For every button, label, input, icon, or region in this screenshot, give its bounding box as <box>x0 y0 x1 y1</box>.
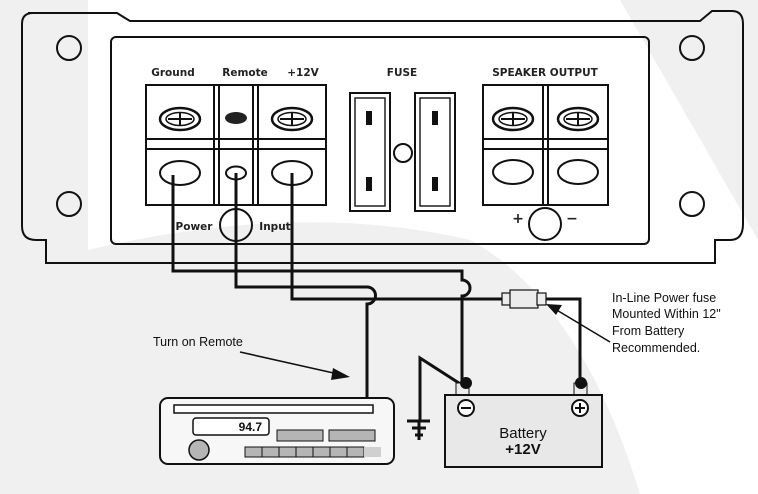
head-unit-button[interactable] <box>328 429 376 442</box>
ground-screw-icon[interactable] <box>158 106 202 132</box>
input-label: Input <box>259 221 290 233</box>
preset-button[interactable] <box>278 446 297 458</box>
fuse-note: In-Line Power fuse Mounted Within 12" Fr… <box>612 291 721 355</box>
ground-symbol-icon <box>407 419 430 440</box>
amplifier-housing <box>21 10 744 264</box>
plus12v-wire <box>290 173 508 301</box>
preset-button[interactable] <box>295 446 314 458</box>
remote-screw-icon[interactable] <box>225 112 247 124</box>
speaker-minus-label: − <box>566 211 578 227</box>
preset-button[interactable] <box>346 446 365 458</box>
volume-knob-icon[interactable] <box>188 439 210 461</box>
amp-fuse-left[interactable] <box>349 92 391 212</box>
ground-wire-hole[interactable] <box>159 160 201 186</box>
plus12v-screw-icon[interactable] <box>270 106 314 132</box>
amplifier-panel <box>110 36 650 245</box>
speaker-terminal-block <box>482 84 609 206</box>
speaker-plus-screw-icon[interactable] <box>491 106 535 132</box>
head-unit: 94.7 <box>159 397 395 465</box>
inline-fuse-icon <box>501 289 547 309</box>
fuse-arrow-icon <box>546 304 611 343</box>
preset-button[interactable] <box>244 446 263 458</box>
preset-button[interactable] <box>312 446 331 458</box>
mounting-hole <box>56 191 82 217</box>
fuse-label: FUSE <box>387 67 417 79</box>
speaker-plus-hole[interactable] <box>492 159 534 185</box>
fuse-indicator-icon <box>393 143 413 163</box>
frequency-display <box>192 417 270 436</box>
fuse-note-line: Recommended. <box>612 341 700 355</box>
fuse-note-line: In-Line Power fuse <box>612 291 716 305</box>
fuse-note-line: Mounted Within 12" <box>612 307 721 321</box>
frequency-text: 94.7 <box>239 420 263 434</box>
remote-wire <box>234 173 377 400</box>
battery-label: Battery <box>499 425 547 442</box>
battery-positive-terminal[interactable] <box>575 377 587 389</box>
fuse-to-battery-wire <box>546 297 582 385</box>
ground-wire <box>171 175 472 385</box>
ground-label: Ground <box>151 67 194 79</box>
mounting-hole <box>679 35 705 61</box>
cd-slot[interactable] <box>173 404 374 414</box>
amp-fuse-right[interactable] <box>414 92 456 212</box>
mounting-hole <box>56 35 82 61</box>
remote-arrow-icon <box>239 351 350 380</box>
battery-negative-terminal[interactable] <box>460 377 472 389</box>
battery-voltage: +12V <box>505 441 540 458</box>
speaker-plus-label: + <box>512 211 524 227</box>
speaker-output-knob <box>528 207 562 241</box>
head-unit-button[interactable] <box>276 429 324 442</box>
speaker-output-label: SPEAKER OUTPUT <box>492 67 598 79</box>
remote-label: Remote <box>222 67 268 79</box>
speaker-minus-hole[interactable] <box>557 159 599 185</box>
wiring <box>171 173 582 420</box>
battery: Battery +12V <box>444 377 603 468</box>
ground-chassis-wire <box>418 355 463 420</box>
preset-button[interactable] <box>329 446 348 458</box>
speaker-minus-screw-icon[interactable] <box>556 106 600 132</box>
mounting-hole <box>679 191 705 217</box>
turn-on-remote-note: Turn on Remote <box>153 335 243 349</box>
plus12v-label: +12V <box>287 67 319 79</box>
power-label: Power <box>176 221 214 233</box>
preset-buttons <box>244 446 381 458</box>
preset-button[interactable] <box>261 446 280 458</box>
fuse-note-line: From Battery <box>612 324 685 338</box>
